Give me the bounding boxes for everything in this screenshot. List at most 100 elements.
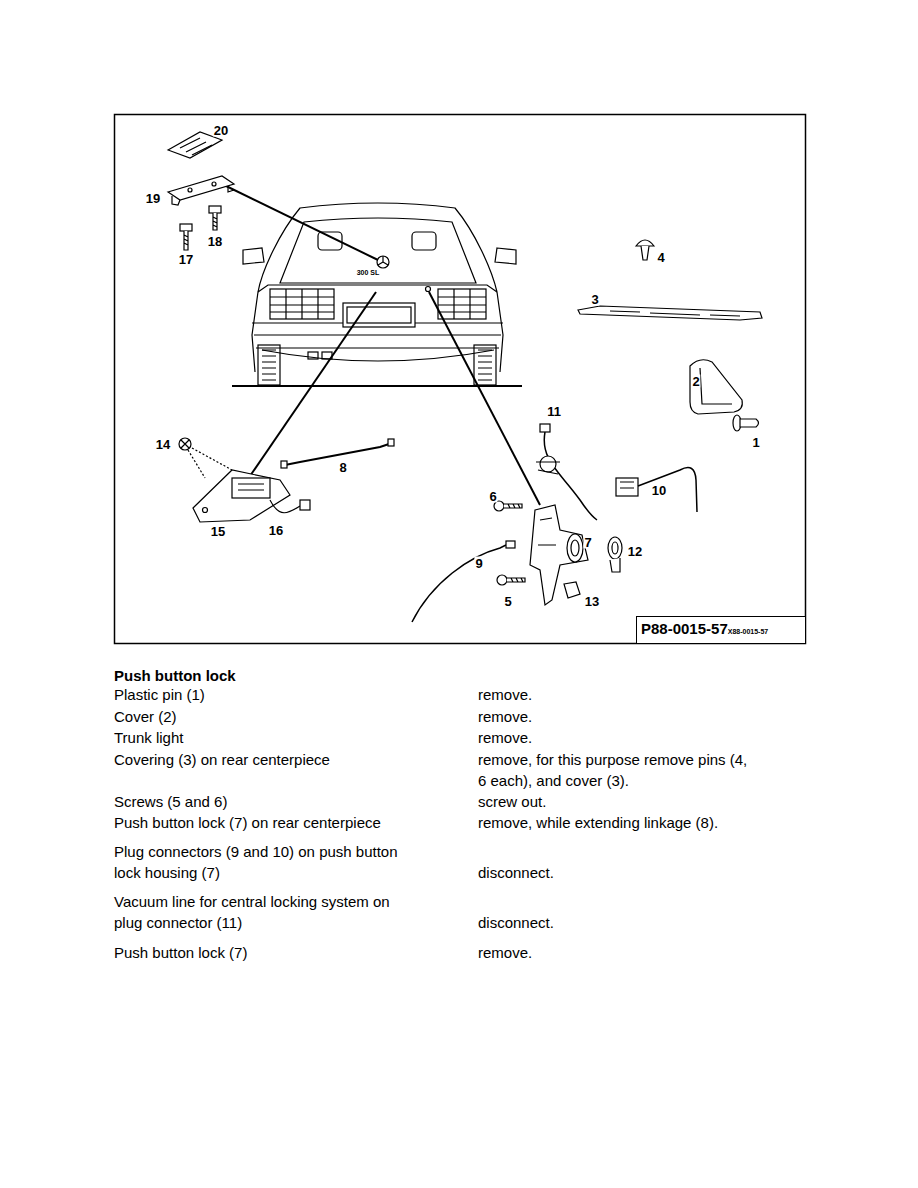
callout-number: 12 bbox=[627, 545, 643, 558]
car-rear-view-part bbox=[258, 345, 280, 385]
callout-number: 7 bbox=[583, 536, 592, 549]
car-rear-view-part bbox=[377, 256, 389, 268]
instruction-row: Screws (5 and 6) screw out. bbox=[114, 791, 750, 812]
car-rear-view-part bbox=[254, 335, 501, 348]
exploded-parts-part bbox=[270, 500, 300, 513]
exploded-parts-part bbox=[567, 534, 583, 562]
step-action: remove. bbox=[478, 942, 750, 963]
exploded-parts-part bbox=[740, 419, 759, 427]
exploded-parts-part bbox=[181, 440, 189, 448]
step-action: remove. bbox=[478, 684, 750, 705]
exploded-parts-part bbox=[180, 224, 192, 231]
callout-number: 20 bbox=[213, 124, 229, 137]
callout-number: 2 bbox=[691, 375, 700, 388]
exploded-parts-part bbox=[213, 213, 217, 230]
callout-number: 11 bbox=[546, 405, 562, 418]
exploded-parts-part bbox=[188, 448, 232, 478]
callout-number: 18 bbox=[207, 235, 223, 248]
exploded-parts-part bbox=[497, 575, 507, 585]
exploded-parts-part bbox=[184, 231, 188, 250]
exploded-parts-part bbox=[168, 176, 234, 200]
exploded-parts-part bbox=[388, 439, 394, 446]
exploded-parts-part bbox=[172, 186, 234, 205]
callout-number: 16 bbox=[268, 524, 284, 537]
instruction-row: Push button lock (7) on rear centerpiece… bbox=[114, 812, 750, 833]
instruction-row: Vacuum line for central locking system o… bbox=[114, 891, 750, 933]
exploded-parts-part bbox=[412, 545, 506, 622]
figure-code: P88-0015-57 bbox=[641, 620, 728, 638]
exploded-parts-part bbox=[506, 541, 515, 548]
callout-number: 19 bbox=[145, 192, 161, 205]
step-item: Trunk light bbox=[114, 727, 420, 748]
leader-lines-part bbox=[222, 184, 378, 260]
car-rear-view-part bbox=[270, 289, 334, 319]
section-heading: Push button lock bbox=[114, 665, 236, 686]
callout-number: 3 bbox=[590, 293, 599, 306]
callout-number: 10 bbox=[651, 484, 667, 497]
exploded-parts-part bbox=[281, 461, 287, 468]
instruction-row: Plug connectors (9 and 10) on push butto… bbox=[114, 841, 750, 883]
car-rear-view-part bbox=[258, 203, 497, 292]
car-rear-view-part bbox=[378, 256, 388, 265]
leader-lines bbox=[222, 184, 540, 505]
model-badge: 300 SL bbox=[356, 269, 381, 276]
exploded-parts-part bbox=[536, 462, 560, 474]
exploded-parts-part bbox=[564, 582, 580, 598]
step-action: remove. bbox=[478, 706, 750, 727]
step-item: Push button lock (7) bbox=[114, 942, 420, 963]
exploded-parts-part bbox=[188, 188, 192, 192]
exploded-parts-part bbox=[530, 505, 588, 605]
instruction-row: Plastic pin (1) remove. bbox=[114, 684, 750, 705]
callout-number: 4 bbox=[656, 251, 665, 264]
car-rear-view-part bbox=[412, 232, 436, 250]
leader-lines-part bbox=[429, 292, 540, 505]
car-rear-view-part bbox=[270, 289, 334, 319]
callout-number: 6 bbox=[488, 490, 497, 503]
callout-number: 14 bbox=[155, 438, 171, 451]
car-rear-view-part bbox=[474, 345, 496, 385]
callout-number: 13 bbox=[584, 595, 600, 608]
callout-number: 15 bbox=[210, 525, 226, 538]
car-rear-view-part bbox=[438, 289, 486, 319]
exploded-parts-part bbox=[638, 468, 697, 512]
instruction-row: Trunk light remove. bbox=[114, 727, 750, 748]
car-rear-view-part bbox=[280, 218, 476, 283]
instruction-row: Cover (2) remove. bbox=[114, 706, 750, 727]
exploded-parts-part bbox=[690, 360, 742, 414]
exploded-parts bbox=[168, 132, 762, 622]
callout-number: 9 bbox=[474, 557, 483, 570]
step-item: Screws (5 and 6) bbox=[114, 791, 420, 812]
car-rear-view-part bbox=[495, 248, 516, 264]
exploded-parts-part bbox=[193, 470, 290, 522]
step-action: remove. bbox=[478, 727, 750, 748]
exploded-parts-part bbox=[203, 508, 208, 513]
car-rear-view-part bbox=[438, 289, 486, 319]
exploded-parts-part bbox=[504, 504, 522, 508]
car-rear-view-part bbox=[262, 350, 276, 380]
step-item: Cover (2) bbox=[114, 706, 420, 727]
instruction-row: Push button lock (7) remove. bbox=[114, 942, 750, 963]
step-item: Push button lock (7) on rear centerpiece bbox=[114, 812, 420, 833]
leader-lines-part bbox=[250, 292, 376, 476]
exploded-parts-part bbox=[179, 438, 191, 450]
exploded-parts-part bbox=[620, 482, 634, 488]
figure-frame-part bbox=[115, 115, 806, 644]
step-item: Vacuum line for central locking system o… bbox=[114, 891, 420, 933]
car-rear-view-part bbox=[308, 352, 318, 359]
figure-frame bbox=[115, 115, 806, 644]
car-rear-view-part bbox=[243, 248, 264, 264]
figure-code-small: X88-0015-57 bbox=[728, 628, 768, 636]
exploded-parts-part bbox=[610, 311, 740, 316]
step-action: disconnect. bbox=[478, 862, 750, 883]
step-action: remove, for this purpose remove pins (4,… bbox=[478, 749, 750, 791]
exploded-parts-part bbox=[571, 540, 579, 556]
step-action: screw out. bbox=[478, 791, 750, 812]
callout-number: 5 bbox=[503, 595, 512, 608]
exploded-parts-part bbox=[610, 558, 620, 572]
exploded-parts-part bbox=[540, 424, 550, 432]
exploded-parts-part bbox=[578, 306, 762, 320]
step-item: Plastic pin (1) bbox=[114, 684, 420, 705]
exploded-parts-part bbox=[641, 246, 649, 260]
